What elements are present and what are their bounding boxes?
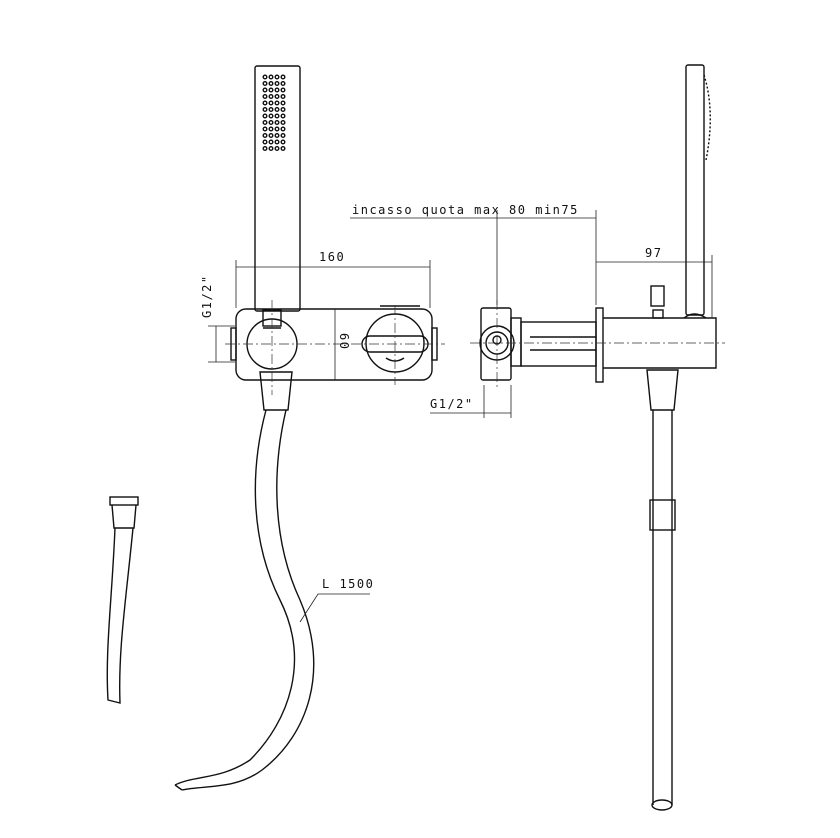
nozzle-dot: [274, 126, 280, 132]
nozzle-dot: [268, 100, 274, 106]
dimension-160: 160: [319, 250, 346, 264]
nozzle-dot: [280, 132, 286, 138]
nozzle-dot: [262, 93, 268, 99]
nozzle-dot: [274, 113, 280, 119]
shower-hose: [174, 409, 370, 791]
nozzle-dot: [280, 87, 286, 93]
nozzle-dot: [262, 87, 268, 93]
nozzle-dot: [274, 106, 280, 112]
recess-depth-label: incasso quota max 80 min75: [352, 203, 579, 217]
nozzle-dot: [268, 74, 274, 80]
nozzle-dot: [262, 126, 268, 132]
nozzle-dot: [268, 80, 274, 86]
nozzle-dot: [262, 113, 268, 119]
nozzle-dot: [280, 145, 286, 151]
nozzle-dot: [274, 119, 280, 125]
nozzle-dot: [268, 126, 274, 132]
nozzle-dot: [268, 93, 274, 99]
nozzle-dot: [280, 126, 286, 132]
nozzle-dot: [280, 100, 286, 106]
nozzle-dot: [280, 93, 286, 99]
nozzle-dot: [274, 80, 280, 86]
nozzle-dot: [274, 93, 280, 99]
nozzle-dot: [274, 132, 280, 138]
nozzle-dot: [274, 87, 280, 93]
nozzle-dot: [280, 119, 286, 125]
nozzle-dot: [274, 145, 280, 151]
nozzle-dot: [262, 132, 268, 138]
nozzle-dot: [268, 139, 274, 145]
nozzle-dot: [280, 80, 286, 86]
spare-hose: [106, 496, 139, 704]
nozzle-dot: [274, 74, 280, 80]
nozzle-dot: [268, 113, 274, 119]
nozzle-dot: [268, 132, 274, 138]
hand-shower-front: [254, 65, 301, 312]
thread-label-left: G1/2": [200, 274, 214, 318]
nozzle-dot: [280, 113, 286, 119]
thread-label-bottom: G1/2": [430, 397, 474, 411]
dimensions-front: [208, 260, 431, 380]
dimension-97: 97: [645, 246, 663, 260]
nozzle-dot: [262, 100, 268, 106]
nozzle-dot: [262, 145, 268, 151]
nozzle-dot: [262, 80, 268, 86]
mixer-side-view: [470, 64, 725, 811]
nozzle-dot: [262, 139, 268, 145]
nozzle-dot: [280, 139, 286, 145]
nozzle-dot: [262, 74, 268, 80]
nozzle-dot: [268, 106, 274, 112]
nozzle-dot: [262, 119, 268, 125]
nozzle-dot: [268, 119, 274, 125]
nozzle-dot: [268, 87, 274, 93]
nozzle-dot: [274, 100, 280, 106]
nozzle-dot: [280, 74, 286, 80]
nozzle-dot: [274, 139, 280, 145]
hose-length-label: L 1500: [322, 577, 375, 591]
dimensions-side: [350, 210, 713, 418]
nozzle-dot: [262, 106, 268, 112]
dimension-60: 60: [337, 333, 351, 351]
nozzle-dot: [280, 106, 286, 112]
nozzle-dot: [268, 145, 274, 151]
